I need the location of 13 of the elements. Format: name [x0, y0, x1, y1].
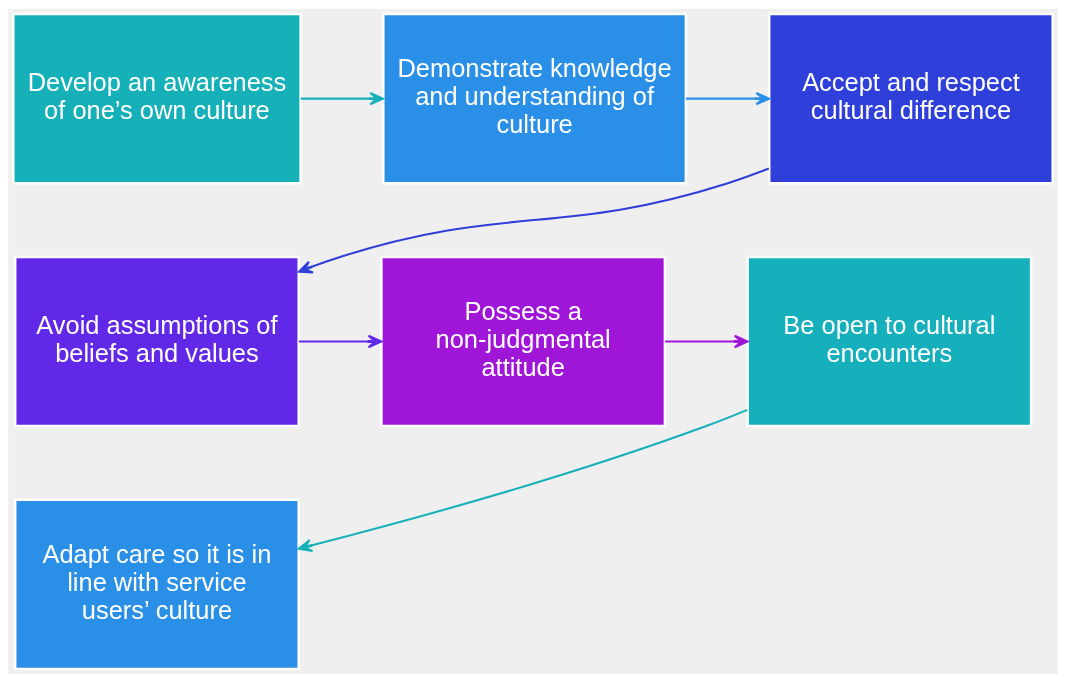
arrow [665, 334, 749, 348]
node-box: Demonstrate knowledge and understanding of culture [382, 12, 688, 184]
node-box: Develop an awareness of one’s own culture [12, 12, 302, 184]
arrow [298, 167, 770, 273]
arrow [298, 334, 383, 348]
node-box: Accept and respect cultural difference [767, 12, 1054, 184]
node-box: Be open to cultural encounters [746, 255, 1033, 427]
arrow [300, 91, 384, 105]
arrow [297, 408, 748, 552]
node-box: Adapt care so it is in line with service users’ culture [13, 498, 300, 670]
node-box: Possess a non-judgmental attitude [380, 255, 667, 427]
node-box: Avoid assumptions of beliefs and values [13, 255, 300, 427]
arrow [686, 91, 771, 105]
